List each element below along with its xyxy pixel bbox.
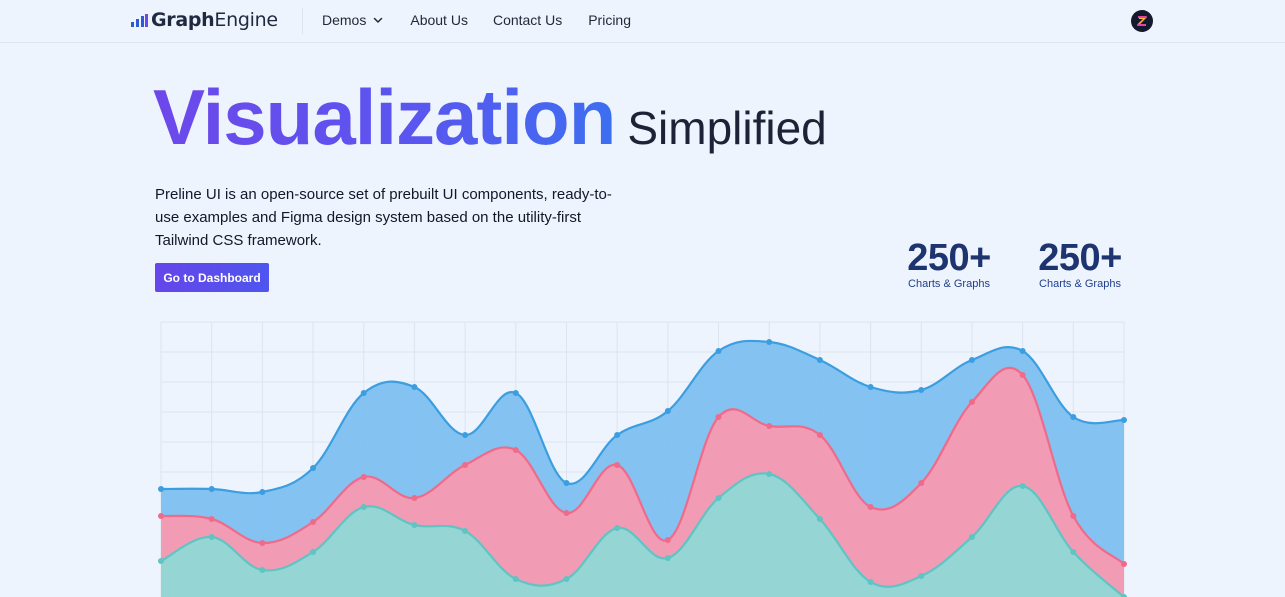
series-blue-point [1019,348,1026,354]
series-pink-point [310,519,317,525]
series-blue-point [664,408,671,414]
series-pink-point [512,447,519,453]
hero-title-big: Visualization [153,73,616,161]
series-blue-point [918,387,925,393]
chart-grid [160,321,1125,597]
series-blue-point [867,384,874,390]
stat-charts-graphs: 250+ Charts & Graphs [902,238,996,290]
series-blue-point [208,486,215,492]
series-pink-point [867,504,874,510]
series-teal-point [664,555,671,561]
series-pink-point [411,495,418,501]
series-blue-point [766,339,773,345]
series-blue-point [1121,417,1127,423]
top-navbar: GraphEngine Demos About Us Contact Us Pr… [0,0,1285,43]
series-teal-area [161,473,1124,597]
series-pink-line [160,366,1125,565]
series-teal-point [310,549,317,555]
series-teal-point [1019,483,1026,489]
series-blue-point [158,486,164,492]
series-blue-point [1070,414,1077,420]
stat-value: 250+ [907,237,991,279]
series-pink-point [158,513,164,519]
nav-item-demos[interactable]: Demos [322,12,384,28]
user-avatar-icon[interactable] [1131,10,1153,32]
series-pink-point [1070,513,1077,519]
series-teal-point [208,534,215,540]
hero-description: Preline UI is an open-source set of preb… [155,186,612,249]
avatar-z-glyph [1137,16,1147,26]
series-blue-point [563,480,570,486]
series-pink-point [816,432,823,438]
stat-value: 250+ [1038,237,1122,279]
series-pink-point [664,537,671,543]
stat-label: Charts & Graphs [1039,278,1121,290]
series-pink-point [968,399,975,405]
series-blue-point [968,357,975,363]
series-pink-point [462,462,469,468]
go-to-dashboard-button[interactable]: Go to Dashboard [155,263,269,292]
series-pink-point [208,516,215,522]
series-pink-point [563,510,570,516]
series-pink-point [614,462,621,468]
series-teal-line [160,472,1125,597]
brand-name: GraphEngine [151,9,278,31]
hero-title-small: Simplified [627,102,827,154]
nav-divider [302,8,303,34]
stat-label: Charts & Graphs [908,278,990,290]
series-pink-point [715,414,722,420]
series-teal-point [918,573,925,579]
series-teal-point [614,525,621,531]
nav-item-about-us[interactable]: About Us [410,12,468,28]
series-teal-point [715,495,722,501]
nav-item-demos-label: Demos [322,12,367,28]
series-teal-point [816,516,823,522]
chevron-down-icon [374,17,383,23]
series-blue-point [614,432,621,438]
series-pink-point [1019,372,1026,378]
series-teal-point [968,534,975,540]
main-menu: Demos About Us Contact Us Pricing [322,12,631,28]
series-teal-point [411,522,418,528]
series-blue-point [462,432,469,438]
brand-logo[interactable]: GraphEngine [131,8,278,32]
series-pink-point [918,480,925,486]
series-pink-point [766,423,773,429]
brand-name-regular: Engine [214,9,278,31]
series-teal-point [512,576,519,582]
series-teal-point [766,471,773,477]
series-blue-point [259,489,266,495]
series-blue-point [411,384,418,390]
series-pink-point [1121,561,1127,567]
bar-chart-logo-icon [131,13,148,27]
series-teal-point [563,576,570,582]
nav-item-contact-us[interactable]: Contact Us [492,12,563,28]
series-teal-point [867,579,874,585]
series-pink-area [161,368,1124,597]
series-teal-point [1070,549,1077,555]
series-blue-point [360,390,367,396]
series-blue-point [310,465,317,471]
series-blue-line [160,339,1125,495]
series-blue-point [512,390,519,396]
series-blue-point [816,357,823,363]
series-pink-point [360,474,367,480]
series-teal-point [462,528,469,534]
brand-name-bold: Graph [151,9,215,31]
nav-item-pricing[interactable]: Pricing [588,12,631,28]
series-pink-point [259,540,266,546]
series-teal-point [158,558,164,564]
series-blue-area [161,340,1124,597]
stat-charts-graphs: 250+ Charts & Graphs [1033,238,1127,290]
series-blue-point [715,348,722,354]
series-teal-point [259,567,266,573]
series-teal-point [360,504,367,510]
